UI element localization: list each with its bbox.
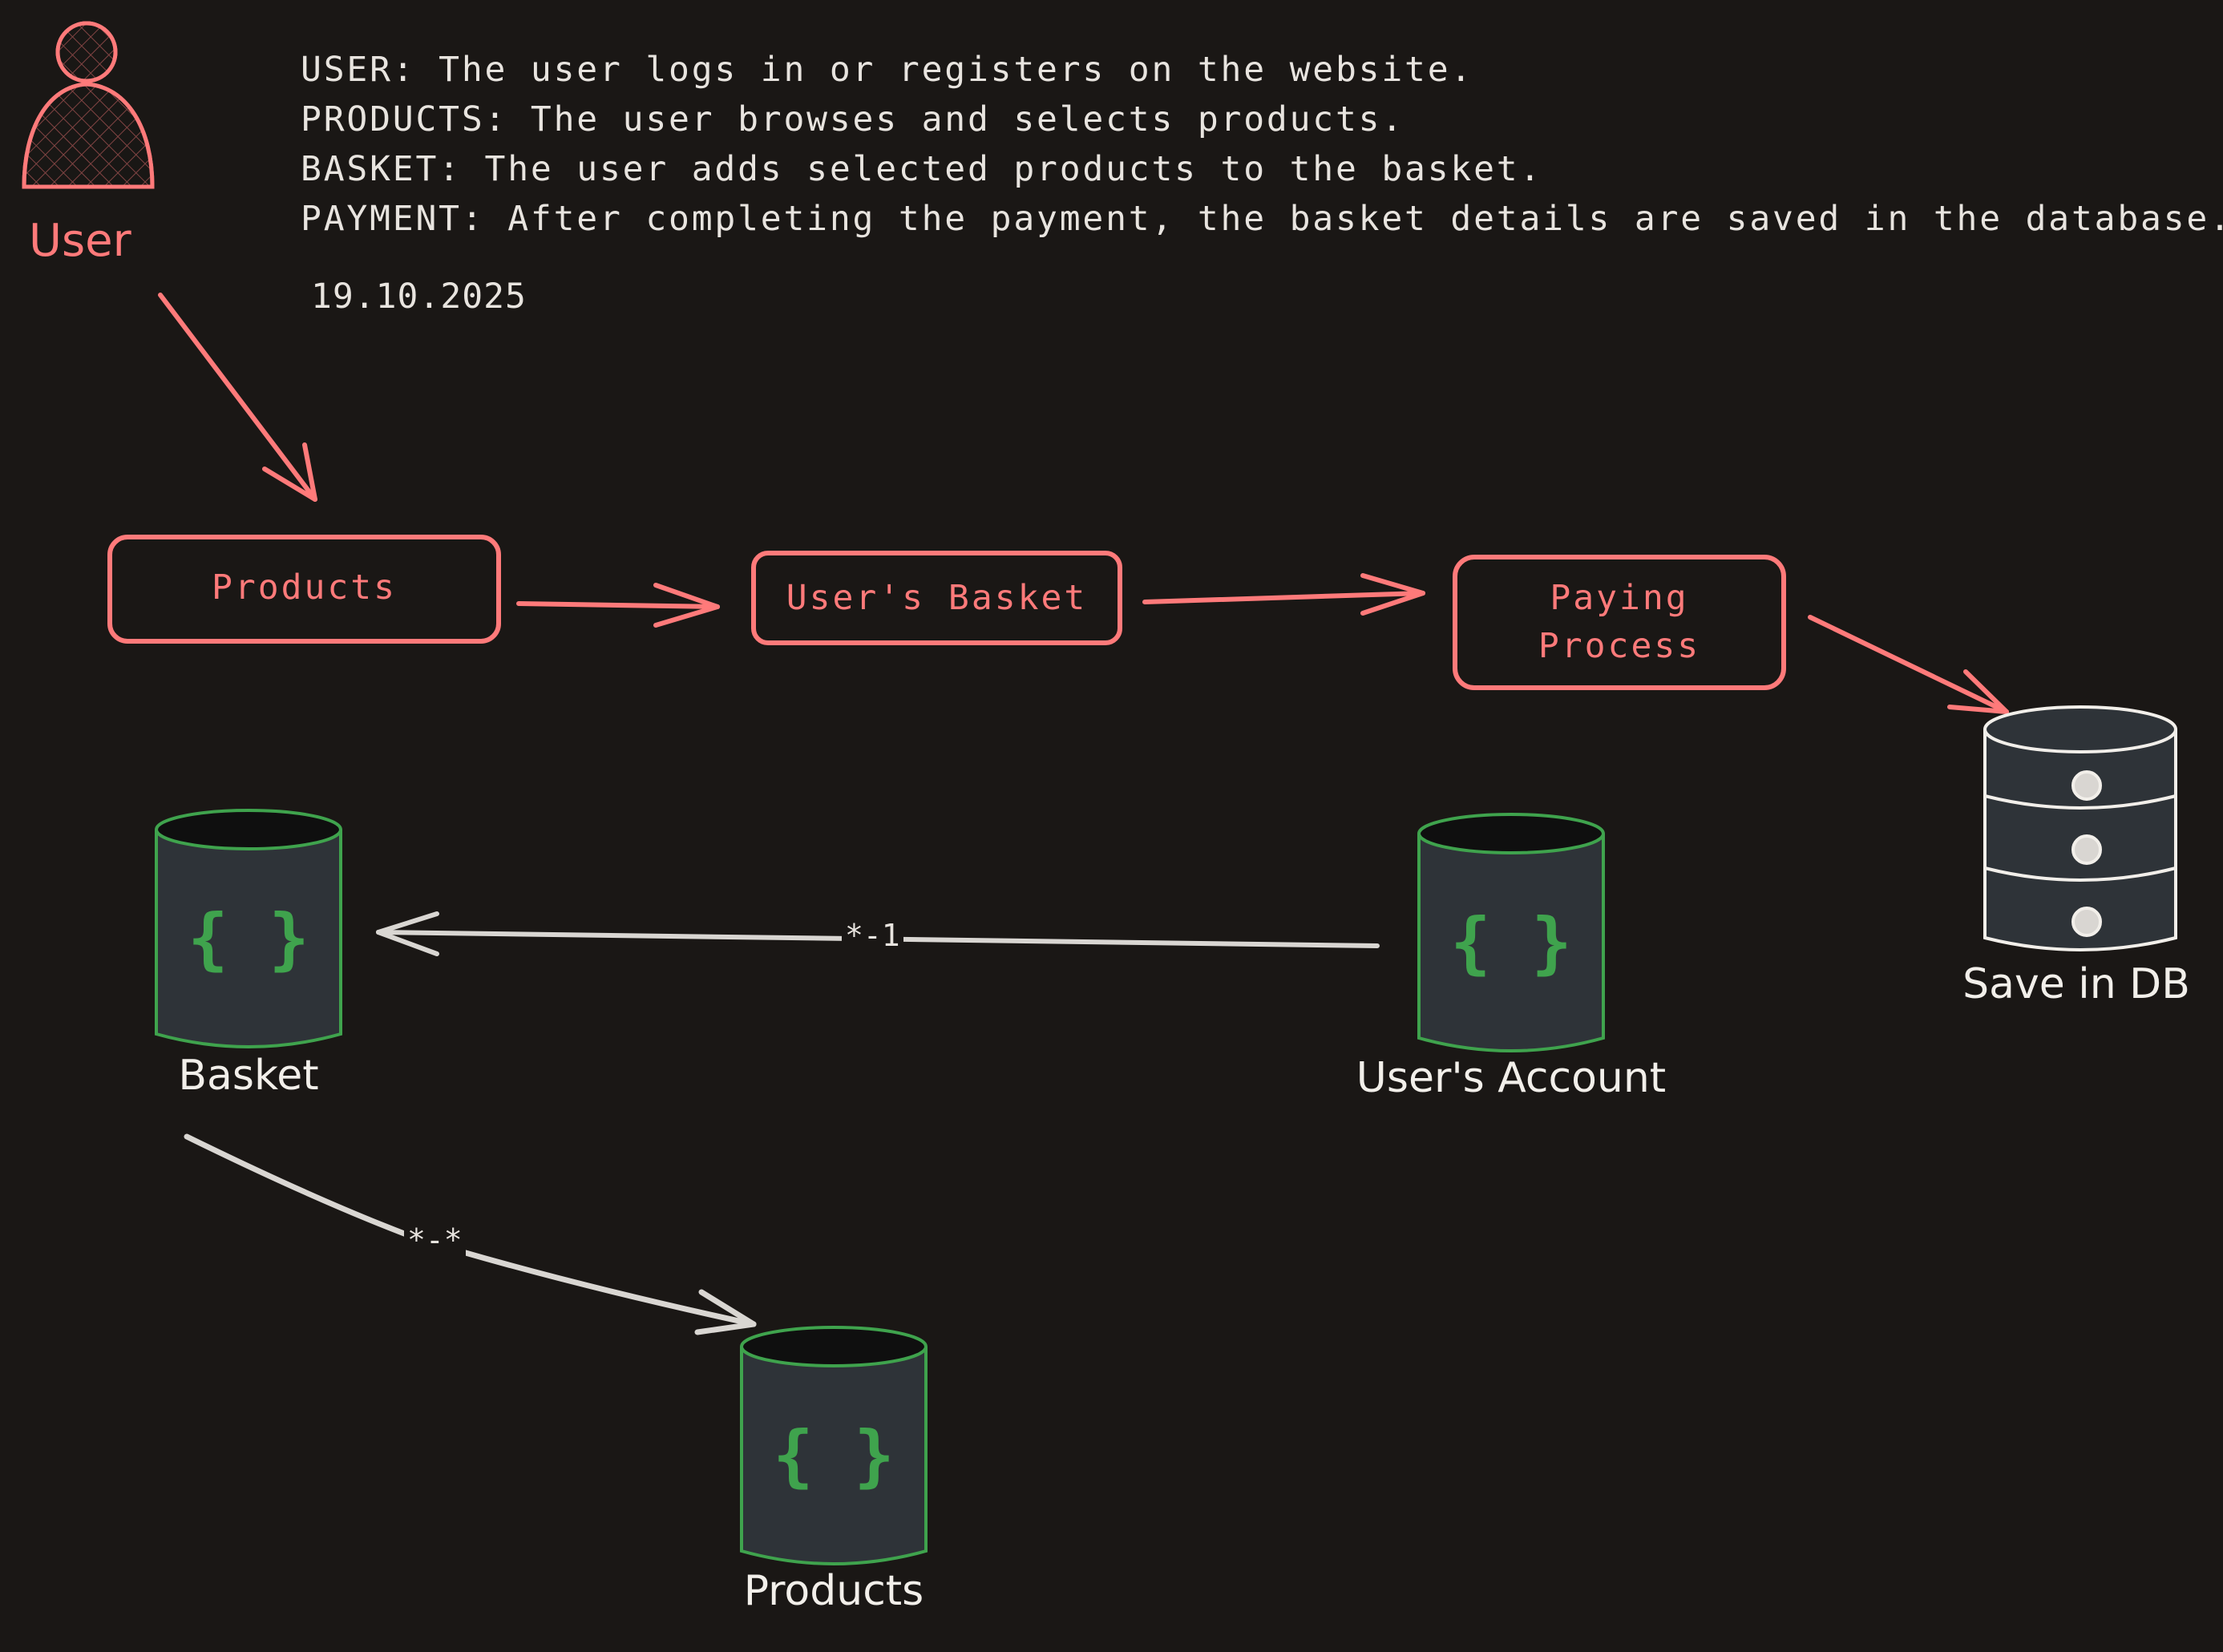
products-collection-label: Products [743, 1567, 924, 1615]
products-collection[interactable]: { } [740, 1326, 928, 1565]
svg-text:{ }: { } [773, 1416, 895, 1495]
relation-label-account-basket: *-1 [842, 918, 903, 953]
arrow-products-to-basket [516, 583, 720, 628]
note-payment: PAYMENT: After completing the payment, t… [301, 199, 2223, 239]
users-account-collection-label: User's Account [1356, 1054, 1667, 1102]
paying-process-line1: Paying [1550, 578, 1689, 618]
users-basket-box-label: User's Basket [786, 578, 1088, 618]
products-box-label: Products [211, 567, 398, 608]
products-box[interactable] [107, 535, 501, 644]
note-products: PRODUCTS: The user browses and selects p… [301, 99, 1405, 139]
users-basket-box[interactable] [751, 551, 1122, 645]
svg-text:{ }: { } [188, 899, 309, 978]
user-label: User [29, 215, 131, 267]
basket-collection-label: Basket [178, 1052, 319, 1100]
users-account-collection[interactable]: { } [1417, 813, 1605, 1052]
save-in-db-label: Save in DB [1962, 960, 2190, 1008]
paying-process-line2: Process [1538, 626, 1701, 666]
date-label: 19.10.2025 [311, 277, 527, 317]
basket-collection[interactable]: { } [155, 809, 342, 1048]
arrow-paying-to-db [1808, 615, 2009, 714]
relation-basket-to-products [184, 1133, 757, 1335]
arrow-user-to-products [158, 293, 317, 502]
user-icon [22, 21, 155, 189]
note-user: USER: The user logs in or registers on t… [301, 50, 1474, 90]
paying-process-box[interactable] [1453, 555, 1786, 690]
relation-label-basket-products: *-* [404, 1222, 466, 1258]
note-basket: BASKET: The user adds selected products … [301, 149, 1543, 189]
database-icon[interactable] [1983, 705, 2177, 951]
svg-text:{ }: { } [1450, 903, 1572, 982]
arrow-basket-to-paying [1142, 573, 1425, 616]
